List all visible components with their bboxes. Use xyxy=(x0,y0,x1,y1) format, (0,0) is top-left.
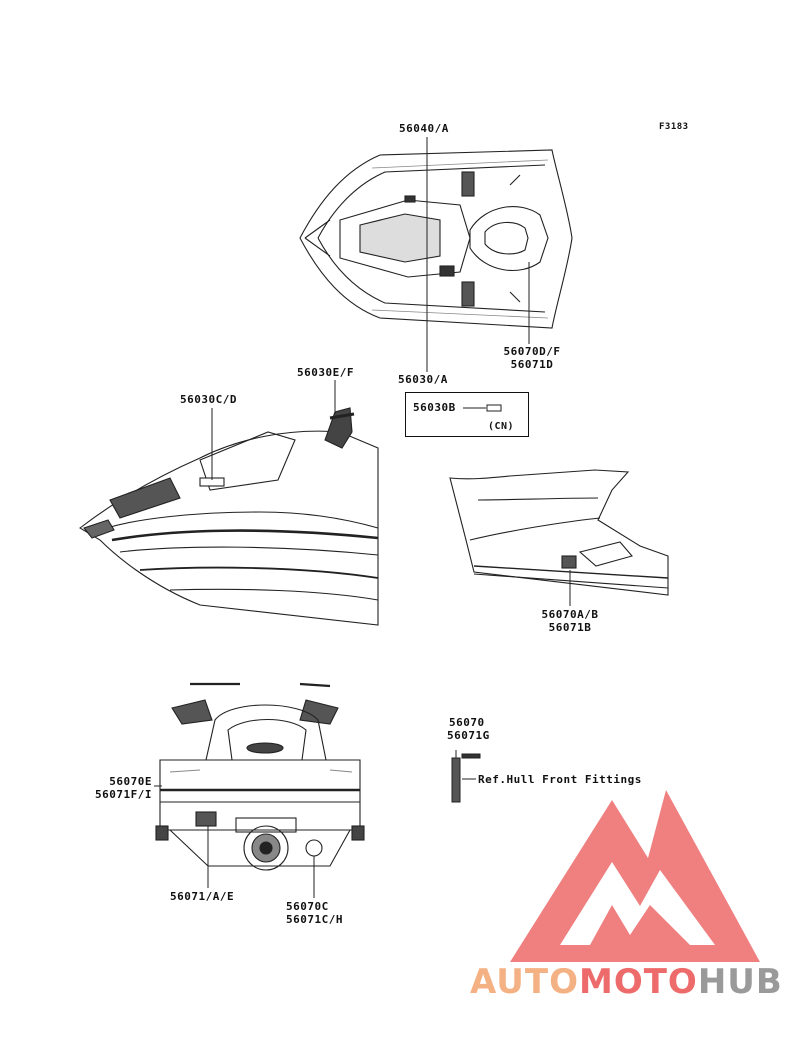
callout-56040: 56040/A xyxy=(399,122,449,135)
watermark-hub: HUB xyxy=(697,962,783,1002)
callout-56070e: 56070E xyxy=(109,775,152,788)
callout-56071b: 56071B xyxy=(548,621,592,634)
cn-tag: (CN) xyxy=(488,421,515,432)
callout-56071ae: 56071/A/E xyxy=(170,890,235,903)
rear-view-leaders xyxy=(154,785,315,898)
cn-inset-box xyxy=(405,392,529,437)
watermark-auto: AUTO xyxy=(470,962,579,1002)
callout-56070c: 56070C xyxy=(286,900,329,913)
callout-56071d: 56071D xyxy=(510,358,554,371)
watermark-text: AUTOMOTOHUB xyxy=(470,962,783,1002)
callout-56070: 56070 xyxy=(449,716,485,729)
watermark-logo xyxy=(510,790,760,962)
callout-56071ch: 56071C/H xyxy=(286,913,343,926)
jetski-top-view xyxy=(299,149,573,329)
figure-code: F3183 xyxy=(659,122,689,132)
callout-56071fi: 56071F/I xyxy=(95,788,152,801)
callout-56070ab: 56070A/B xyxy=(541,608,599,621)
watermark-moto: MOTO xyxy=(578,962,698,1002)
callout-56070df: 56070D/F xyxy=(503,345,561,358)
top-view-leaders xyxy=(426,137,530,372)
cn-inset-drawing xyxy=(463,404,502,412)
side-front-leaders xyxy=(211,380,336,480)
callout-56030ef: 56030E/F xyxy=(297,366,354,379)
jetski-rear-view xyxy=(155,682,365,871)
jetski-side-rear xyxy=(449,469,669,596)
callout-56030cd: 56030C/D xyxy=(180,393,237,406)
callout-56071g: 56071G xyxy=(447,729,490,742)
callout-56030b: 56030B xyxy=(413,401,456,414)
callout-56030a: 56030/A xyxy=(398,373,448,386)
fitting-drawing xyxy=(451,750,481,803)
ref-hull-note: Ref.Hull Front Fittings xyxy=(478,773,642,786)
jetski-side-front xyxy=(79,407,379,626)
